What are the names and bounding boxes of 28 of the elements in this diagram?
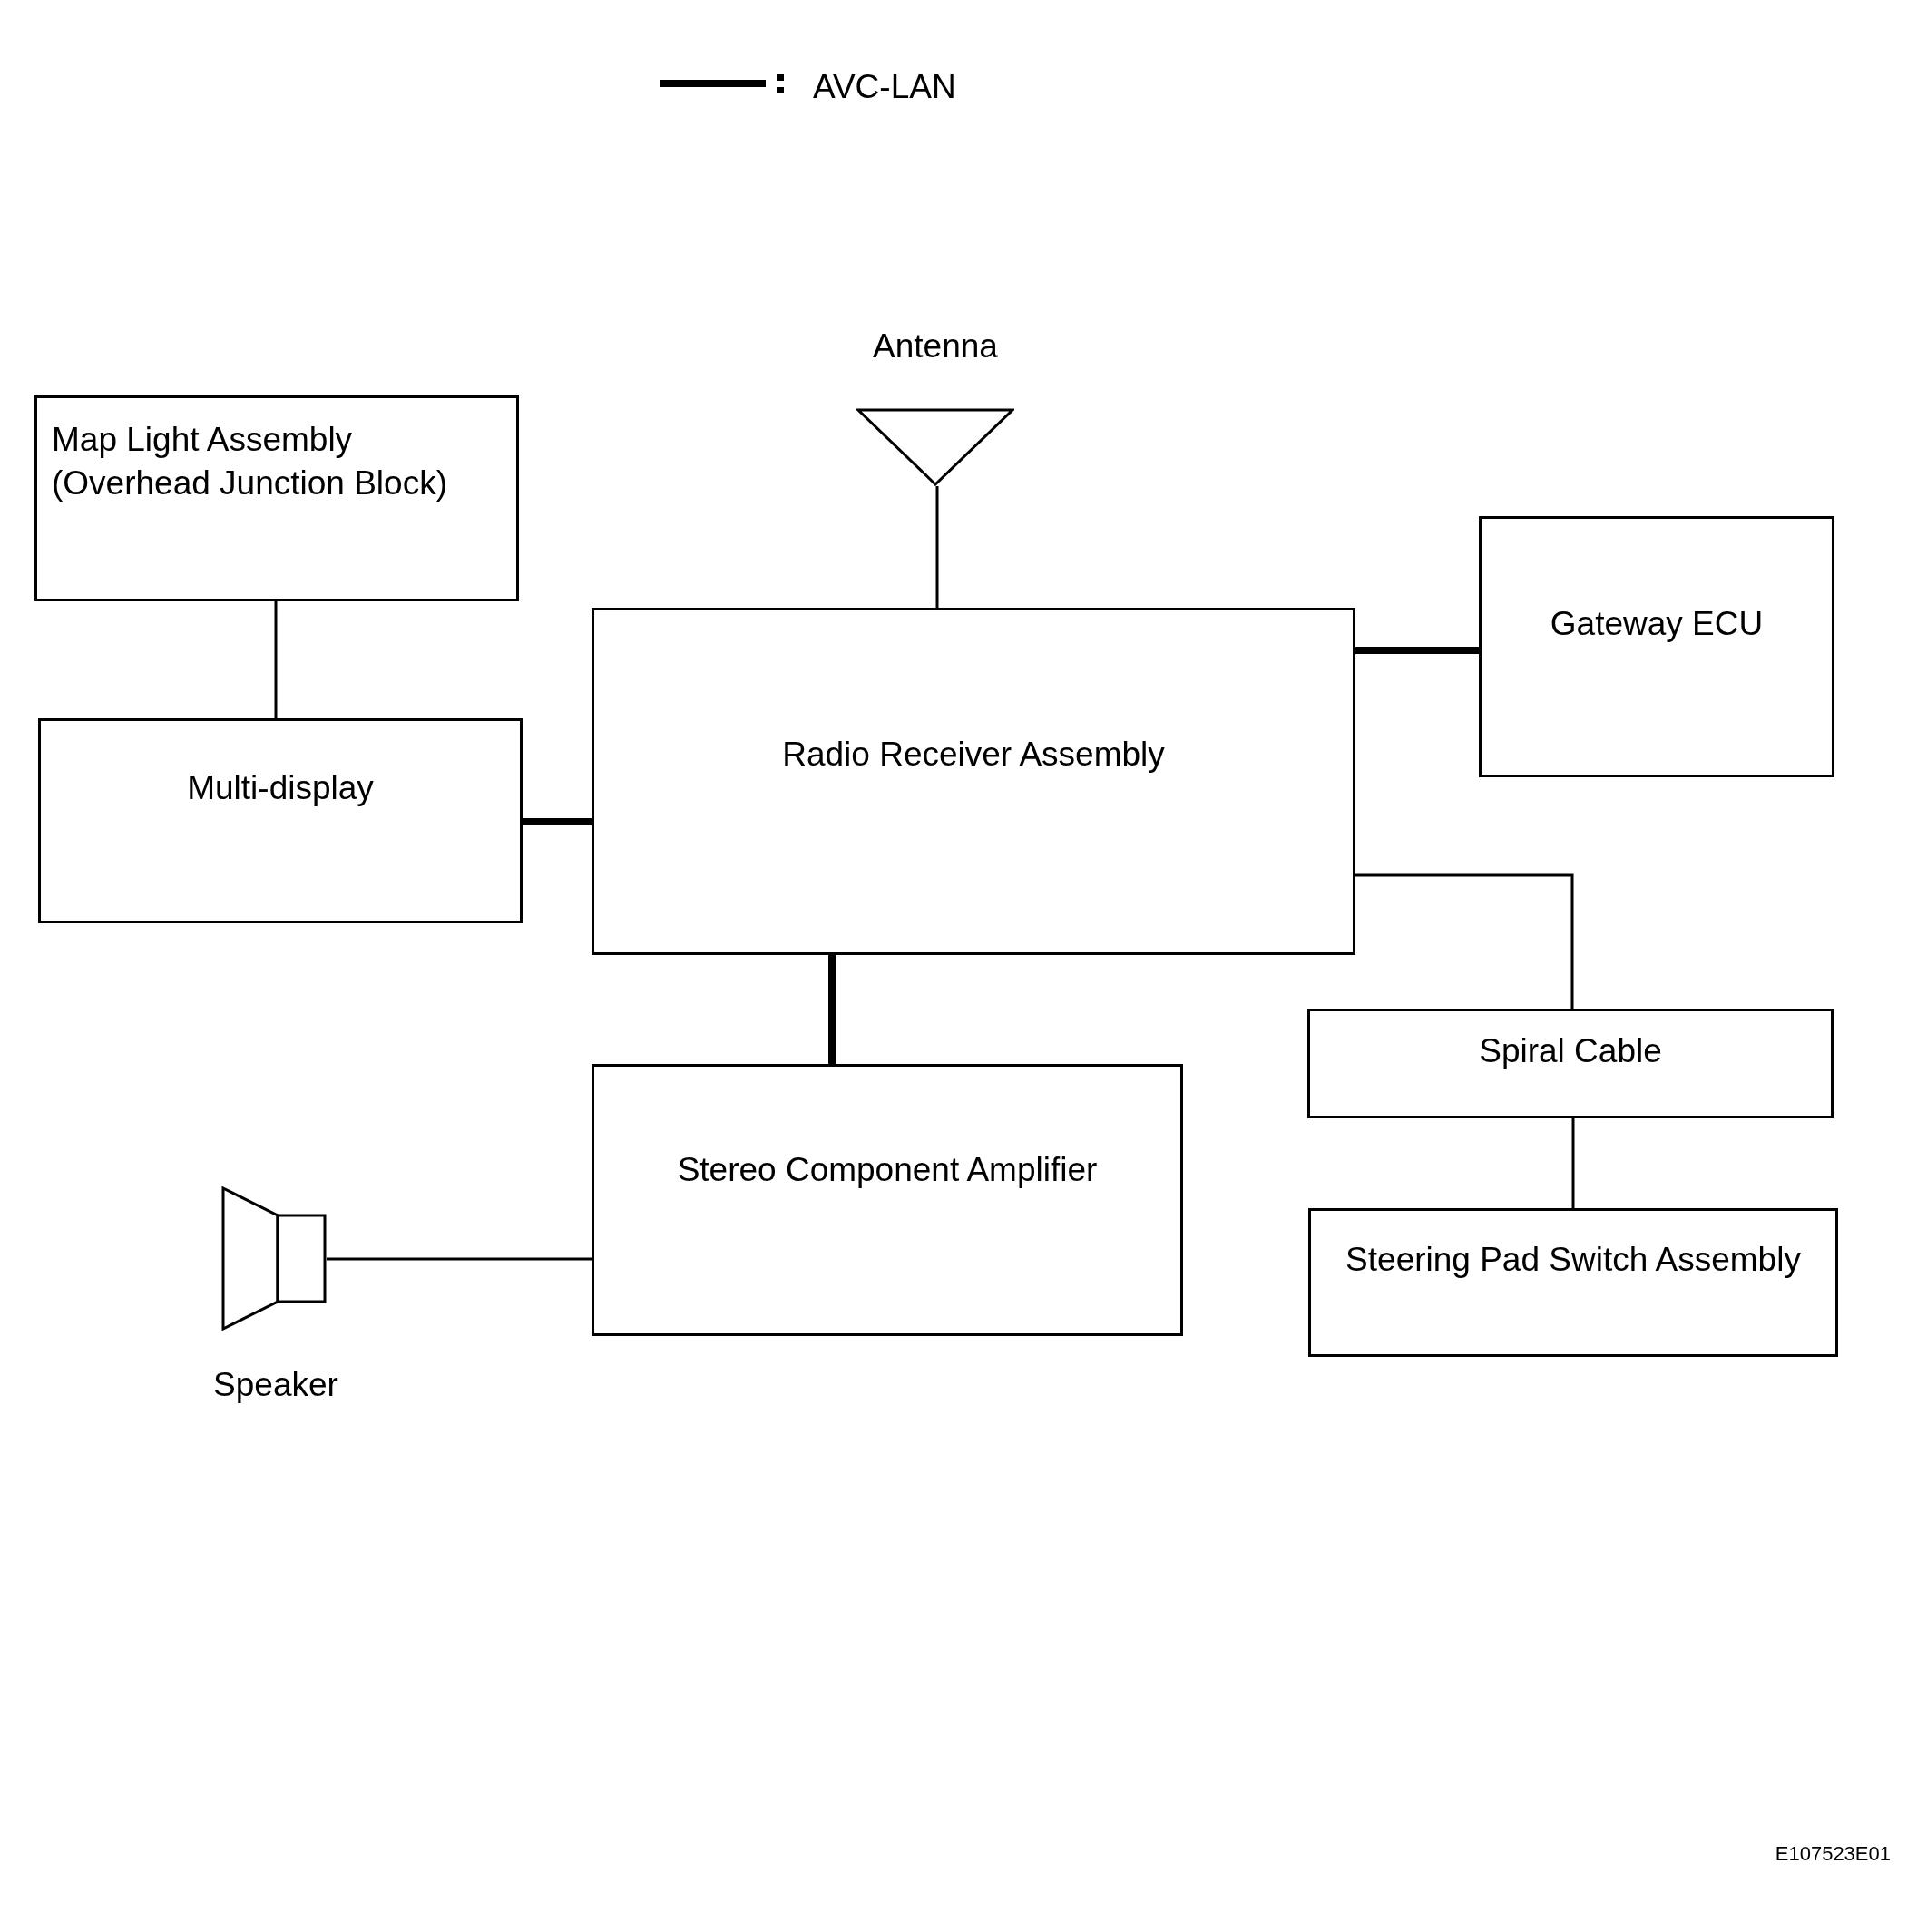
bus-line — [523, 818, 592, 825]
bus-line — [1355, 647, 1479, 654]
antenna-icon — [856, 408, 1014, 486]
legend-label: AVC-LAN — [813, 67, 956, 107]
connection-line — [1571, 1118, 1575, 1208]
component-box — [1479, 516, 1834, 777]
component-box — [592, 1064, 1183, 1336]
connection-line — [1355, 873, 1574, 1009]
component-label: Stereo Component Amplifier — [676, 1150, 1099, 1190]
component-label: Gateway ECU — [1549, 604, 1765, 644]
connection-line — [327, 1257, 592, 1261]
component-label: Radio Receiver Assembly — [781, 735, 1166, 775]
connection-line — [274, 601, 278, 718]
component-box — [1307, 1009, 1834, 1118]
component-box — [38, 718, 523, 923]
component-label: Steering Pad Switch Assembly — [1345, 1240, 1802, 1280]
component-box — [1308, 1208, 1838, 1357]
component-label: Map Light Assembly (Overhead Junction Block) — [52, 420, 448, 504]
bus-line — [828, 955, 836, 1064]
component-label: Spiral Cable — [1478, 1031, 1663, 1071]
connection-line — [935, 486, 939, 608]
component-box — [34, 395, 519, 601]
component-label: Multi-display — [186, 768, 375, 808]
component-box — [592, 608, 1355, 955]
component-label: Speaker — [213, 1365, 338, 1405]
speaker-icon — [221, 1186, 327, 1331]
figure-code: E107523E01 — [1775, 1841, 1891, 1867]
component-label: Antenna — [873, 327, 998, 366]
